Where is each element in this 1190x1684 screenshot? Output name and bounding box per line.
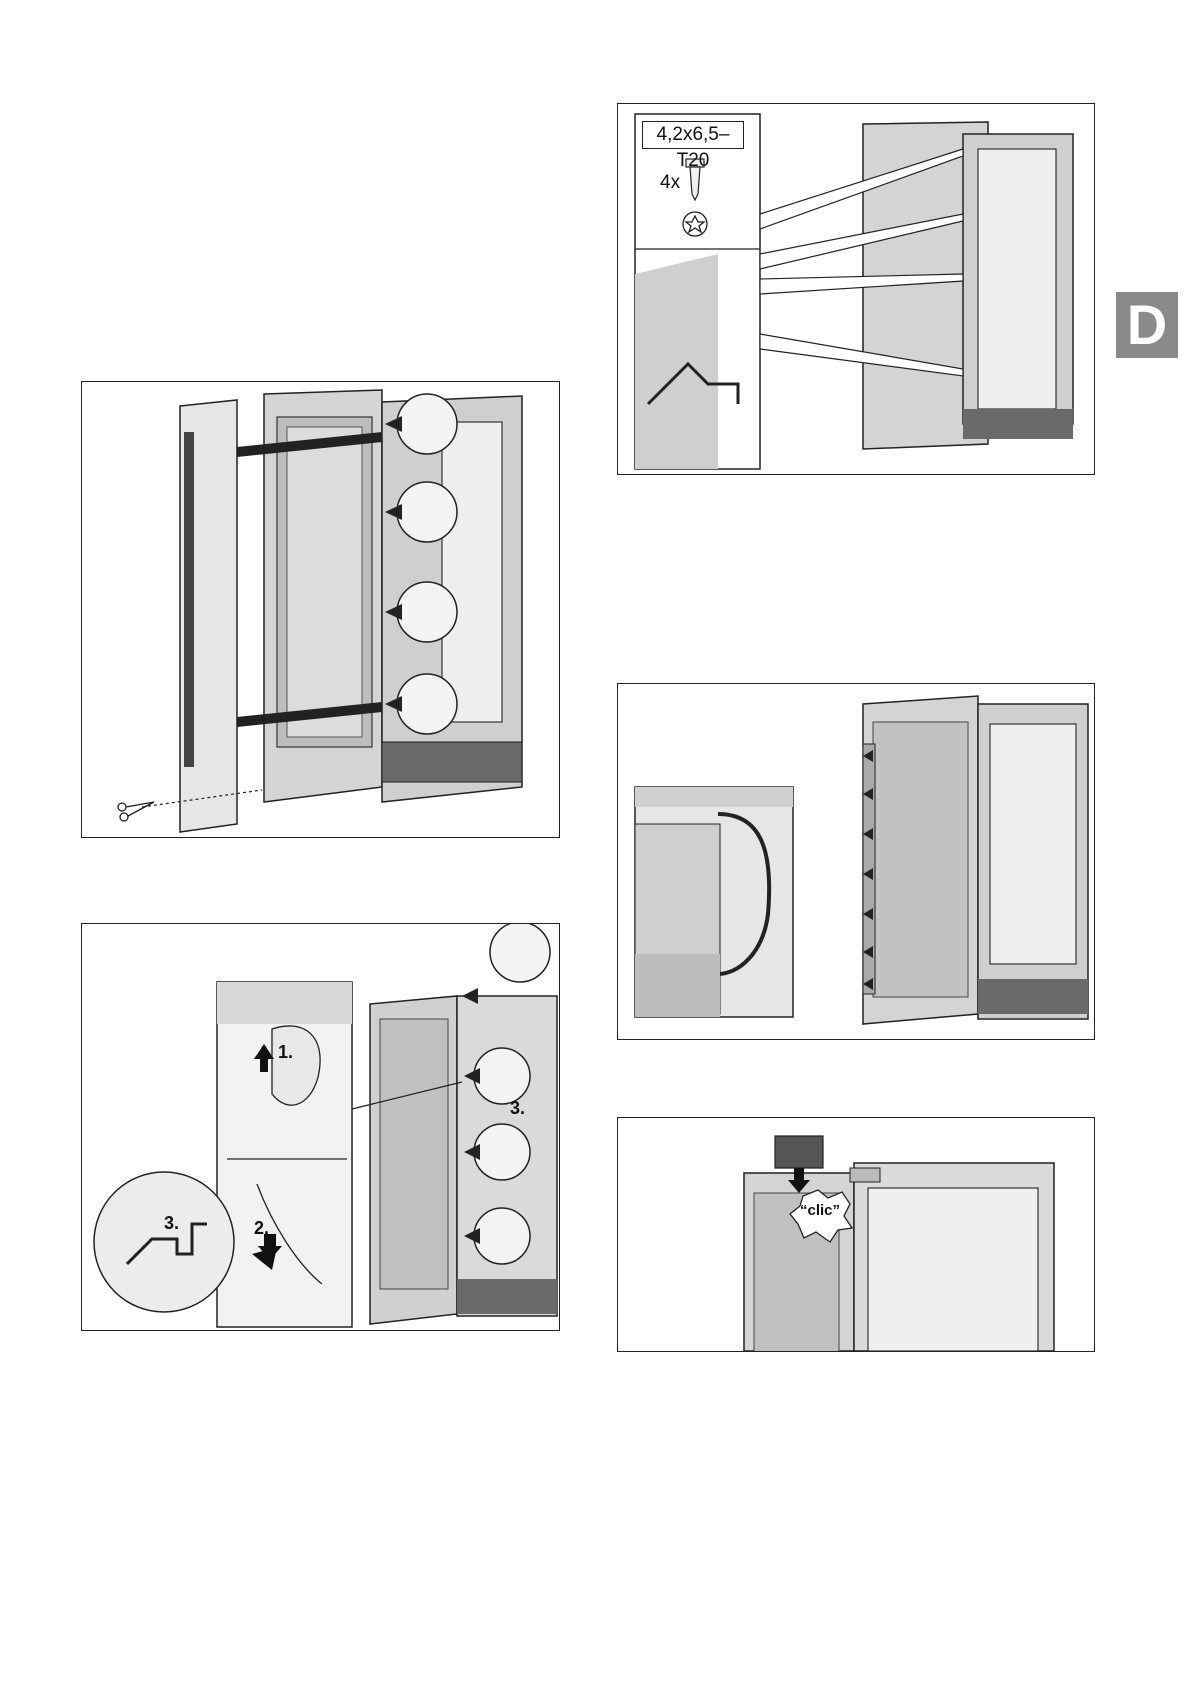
- step-3-detail-label: 3.: [164, 1213, 179, 1233]
- cabinet-grille: [457, 1279, 557, 1314]
- fit-strip-illustration: [82, 382, 559, 837]
- door-frame: [380, 1019, 448, 1289]
- cabinet-interior: [442, 422, 502, 722]
- step-2-label: 2.: [254, 1218, 269, 1238]
- scissors-icon: [118, 802, 154, 821]
- magnifier-circle: [94, 1172, 234, 1312]
- open-door-illustration: [618, 684, 1094, 1039]
- step-3-main-label: 3.: [510, 1098, 525, 1118]
- cabinet-interior: [990, 724, 1076, 964]
- click-sound-label: “clic”: [800, 1202, 840, 1219]
- hinge-bracket: [850, 1168, 880, 1182]
- cabinet-grille: [382, 742, 522, 782]
- inset-top-shade: [635, 787, 793, 807]
- step-1-label: 1.: [278, 1042, 293, 1062]
- inset-base: [635, 954, 720, 1017]
- cabinet-interior: [868, 1188, 1038, 1351]
- cabinet-grille: [963, 409, 1073, 439]
- figure-open-door: [617, 683, 1095, 1040]
- cabinet-interior: [978, 149, 1056, 409]
- figure-click: “clic”: [617, 1117, 1095, 1352]
- strip-edge: [863, 744, 875, 994]
- screw-spec-label: 4,2x6,5–T20: [642, 121, 744, 149]
- door-inner-panel: [287, 427, 362, 737]
- hinge-detail-illustration: 1. 2. 3. 3.: [82, 924, 559, 1330]
- click-illustration: “clic”: [618, 1118, 1094, 1351]
- figure-fit-strip: [81, 381, 560, 838]
- door-frame: [873, 722, 968, 997]
- section-tab: D: [1116, 292, 1178, 358]
- figure-screws: 4,2x6,5–T20 4x: [617, 103, 1095, 475]
- press-block: [775, 1136, 823, 1168]
- screw-count-label: 4x: [660, 172, 680, 194]
- inset-top-shade: [217, 982, 352, 1024]
- strip-groove: [184, 432, 194, 767]
- figure-hinge-detail: 1. 2. 3. 3.: [81, 923, 560, 1331]
- inset-profile-shade: [635, 254, 718, 469]
- cabinet-grille: [978, 979, 1088, 1014]
